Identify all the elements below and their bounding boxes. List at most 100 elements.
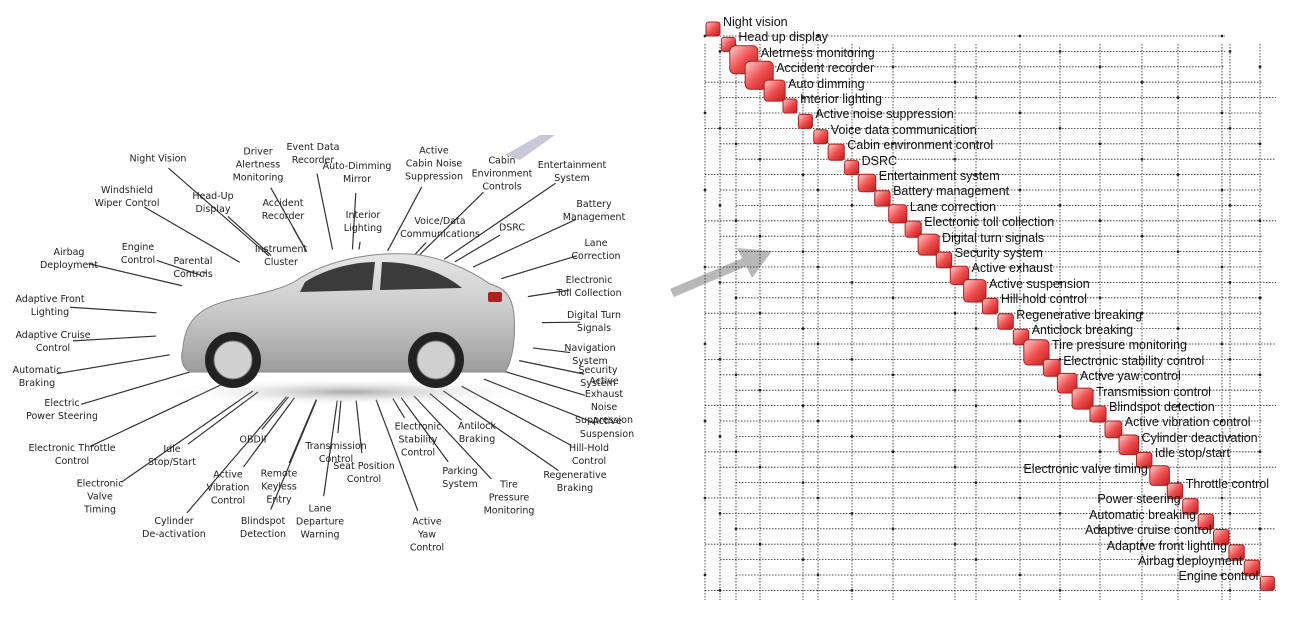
feature-node[interactable]: [1166, 482, 1184, 500]
dependency-mark: [1258, 527, 1262, 531]
dependency-mark: [816, 419, 820, 423]
feature-node[interactable]: [917, 233, 940, 256]
feature-node[interactable]: [857, 173, 877, 193]
dependency-mark: [703, 34, 707, 38]
feature-node[interactable]: [763, 79, 786, 102]
dependency-mark: [758, 234, 762, 238]
dependency-mark: [1140, 542, 1144, 546]
dependency-mark: [850, 358, 854, 361]
dependency-mark: [1058, 50, 1062, 53]
dependency-mark: [703, 265, 707, 269]
feature-label: Digital Turn Signals: [567, 310, 621, 334]
feature-label: Active Cabin Noise Suppression: [404, 145, 464, 183]
dependency-mark: [850, 589, 854, 592]
node-label: Interior lighting: [800, 92, 882, 106]
dependency-mark: [1176, 327, 1180, 330]
dependency-mark: [850, 281, 854, 284]
feature-label: Active Exhaust Noise Suppression: [574, 376, 634, 426]
dependency-mark: [1098, 296, 1102, 300]
dependency-mark: [1176, 250, 1180, 254]
feature-node[interactable]: [1136, 452, 1153, 469]
node-label: Active yaw control: [1080, 369, 1181, 384]
feature-label: Antilock Braking: [457, 421, 497, 445]
dependency-mark: [850, 435, 854, 438]
feature-node[interactable]: [963, 279, 987, 303]
feature-node[interactable]: [997, 313, 1014, 330]
feature-node[interactable]: [935, 251, 953, 269]
dependency-mark: [953, 465, 957, 469]
dependency-mark: [1140, 311, 1144, 315]
node-label: Accident recorder: [776, 61, 875, 76]
dependency-mark: [1258, 65, 1262, 69]
feature-node[interactable]: [1104, 420, 1123, 439]
feature-label: DSRC: [498, 222, 526, 234]
node-label: Adaptive front lighting: [1106, 538, 1227, 553]
feature-label: Active Suspension: [579, 416, 635, 440]
node-label: Anticlock breaking: [1031, 323, 1134, 337]
dependency-mark: [1258, 373, 1262, 377]
leader-line: [69, 306, 157, 314]
feature-node[interactable]: [797, 113, 813, 129]
dependency-mark: [1228, 512, 1232, 515]
feature-label: Interior Lighting: [343, 210, 383, 234]
dependency-mark: [758, 465, 762, 469]
dependency-mark: [758, 388, 762, 392]
leader-line: [419, 191, 484, 256]
feature-node[interactable]: [982, 298, 999, 315]
leader-line: [242, 397, 295, 468]
dependency-mark: [974, 96, 978, 99]
feature-node[interactable]: [1182, 498, 1199, 515]
dependency-mark: [891, 65, 895, 69]
feature-node[interactable]: [1259, 575, 1275, 591]
feature-label: Security System: [578, 365, 618, 389]
dependency-mark: [734, 296, 738, 300]
dependency-mark: [1140, 234, 1144, 238]
leader-line: [202, 271, 208, 274]
dependency-mark: [758, 311, 762, 315]
feature-node[interactable]: [888, 204, 908, 224]
leader-line: [400, 397, 449, 463]
feature-node[interactable]: [705, 21, 721, 37]
feature-label: Accident Recorder: [261, 198, 305, 222]
leader-line: [270, 399, 318, 510]
feature-label: Lane Departure Warning: [295, 503, 345, 541]
node-label: Blindspot detection: [1109, 400, 1215, 414]
feature-node[interactable]: [1056, 372, 1078, 394]
dependency-mark: [801, 481, 805, 484]
feature-node[interactable]: [1213, 529, 1230, 546]
feature-node[interactable]: [844, 160, 860, 176]
feature-node[interactable]: [1118, 434, 1140, 456]
leader-line: [81, 370, 194, 405]
feature-node[interactable]: [949, 265, 969, 285]
node-label: Adaptive cruise control: [1085, 523, 1212, 538]
feature-node[interactable]: [874, 190, 891, 207]
leader-line: [527, 289, 570, 298]
dependency-mark: [758, 542, 762, 546]
dependency-mark: [891, 450, 895, 454]
dependency-mark: [1228, 281, 1232, 284]
feature-node[interactable]: [1228, 544, 1245, 561]
feature-node[interactable]: [782, 98, 798, 114]
node-label: Active vibration control: [1124, 415, 1251, 430]
feature-node[interactable]: [1243, 559, 1261, 577]
dependency-mark: [816, 496, 820, 500]
feature-node[interactable]: [1042, 358, 1061, 377]
feature-label: Engine Control: [120, 242, 156, 266]
node-label: Automatic breaking: [1089, 507, 1197, 522]
feature-node[interactable]: [904, 220, 922, 238]
feature-node[interactable]: [1089, 405, 1107, 423]
feature-label: Lane Correction: [571, 238, 621, 262]
node-label: Security system: [954, 246, 1043, 260]
feature-node[interactable]: [813, 129, 829, 145]
dependency-mark: [1220, 342, 1224, 346]
dependency-mark: [850, 512, 854, 515]
feature-node[interactable]: [827, 143, 845, 161]
feature-node[interactable]: [1149, 465, 1170, 486]
feature-node[interactable]: [1197, 513, 1214, 530]
feature-node[interactable]: [1023, 339, 1050, 366]
feature-node[interactable]: [1071, 387, 1094, 410]
leader-line: [414, 242, 427, 255]
dependency-mark: [1228, 435, 1232, 438]
leader-line: [144, 206, 240, 263]
